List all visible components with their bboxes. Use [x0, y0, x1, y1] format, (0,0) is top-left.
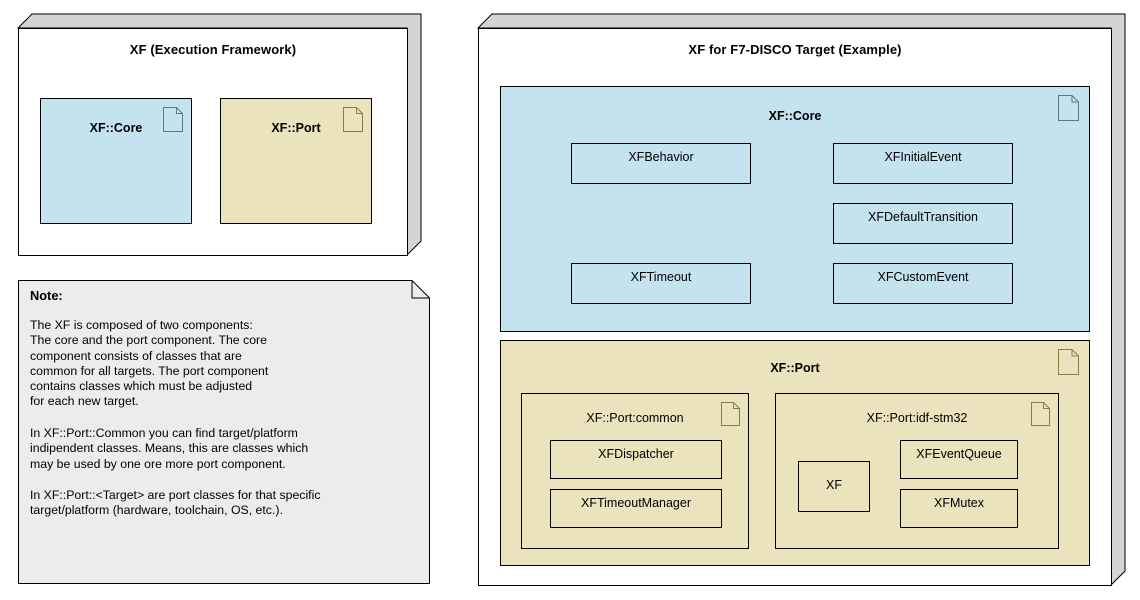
class-box-xfcustomevent[interactable]: XFCustomEvent [833, 263, 1013, 304]
class-box-xftimeout[interactable]: XFTimeout [571, 263, 751, 304]
note-box: Note: The XF is composed of two componen… [18, 280, 430, 584]
right-component-frame: XF for F7-DISCO Target (Example) XF::Cor… [476, 13, 1126, 587]
note-paragraph-2: In XF::Port::Common you can find target/… [30, 426, 309, 471]
package-xf-core[interactable]: XF::Core XFBehavior XFInitialEvent XFDef… [500, 86, 1090, 332]
left-subcomponent-core[interactable]: XF::Core [40, 98, 192, 224]
class-box-xfmutex[interactable]: XFMutex [900, 489, 1018, 528]
document-icon [1058, 95, 1079, 121]
left-subcomponent-port-label: XF::Port [271, 121, 321, 135]
package-xf-port[interactable]: XF::Port XF::Port:common XFDispatcher XF… [500, 340, 1090, 566]
note-label: Note: [30, 288, 63, 303]
package-xf-core-label: XF::Core [768, 109, 822, 123]
left-subcomponent-port[interactable]: XF::Port [220, 98, 372, 224]
left-component-frame: XF (Execution Framework) XF::Core XF::Po… [16, 13, 422, 257]
class-box-xfbehavior[interactable]: XFBehavior [571, 143, 751, 184]
class-box-xfeventqueue[interactable]: XFEventQueue [900, 440, 1018, 479]
left-component-title: XF (Execution Framework) [129, 42, 297, 57]
class-box-xfinitialevent[interactable]: XFInitialEvent [833, 143, 1013, 184]
subpackage-xf-port-common-label: XF::Port:common [586, 411, 684, 425]
document-icon [1058, 349, 1079, 375]
note-paragraph-1: The XF is composed of two components: Th… [30, 318, 269, 409]
note-shape [18, 280, 430, 584]
class-box-xfdefaulttransition[interactable]: XFDefaultTransition [833, 203, 1013, 244]
right-component-title: XF for F7-DISCO Target (Example) [688, 42, 902, 57]
class-box-xfdispatcher[interactable]: XFDispatcher [550, 440, 722, 479]
document-icon [1031, 402, 1050, 426]
subpackage-xf-port-common[interactable]: XF::Port:common XFDispatcher XFTimeoutMa… [521, 393, 749, 549]
subpackage-xf-port-idf-stm32[interactable]: XF::Port:idf-stm32 XF XFEventQueue XFMut… [775, 393, 1059, 549]
note-paragraph-3: In XF::Port::<Target> are port classes f… [30, 488, 321, 518]
class-box-xftimeoutmanager[interactable]: XFTimeoutManager [550, 489, 722, 528]
document-icon [721, 402, 740, 426]
document-icon [163, 107, 183, 132]
left-subcomponent-core-label: XF::Core [89, 121, 143, 135]
package-xf-port-label: XF::Port [770, 361, 820, 375]
document-icon [343, 107, 363, 132]
subpackage-xf-port-idf-stm32-label: XF::Port:idf-stm32 [866, 411, 968, 425]
class-box-xf[interactable]: XF [798, 461, 870, 512]
